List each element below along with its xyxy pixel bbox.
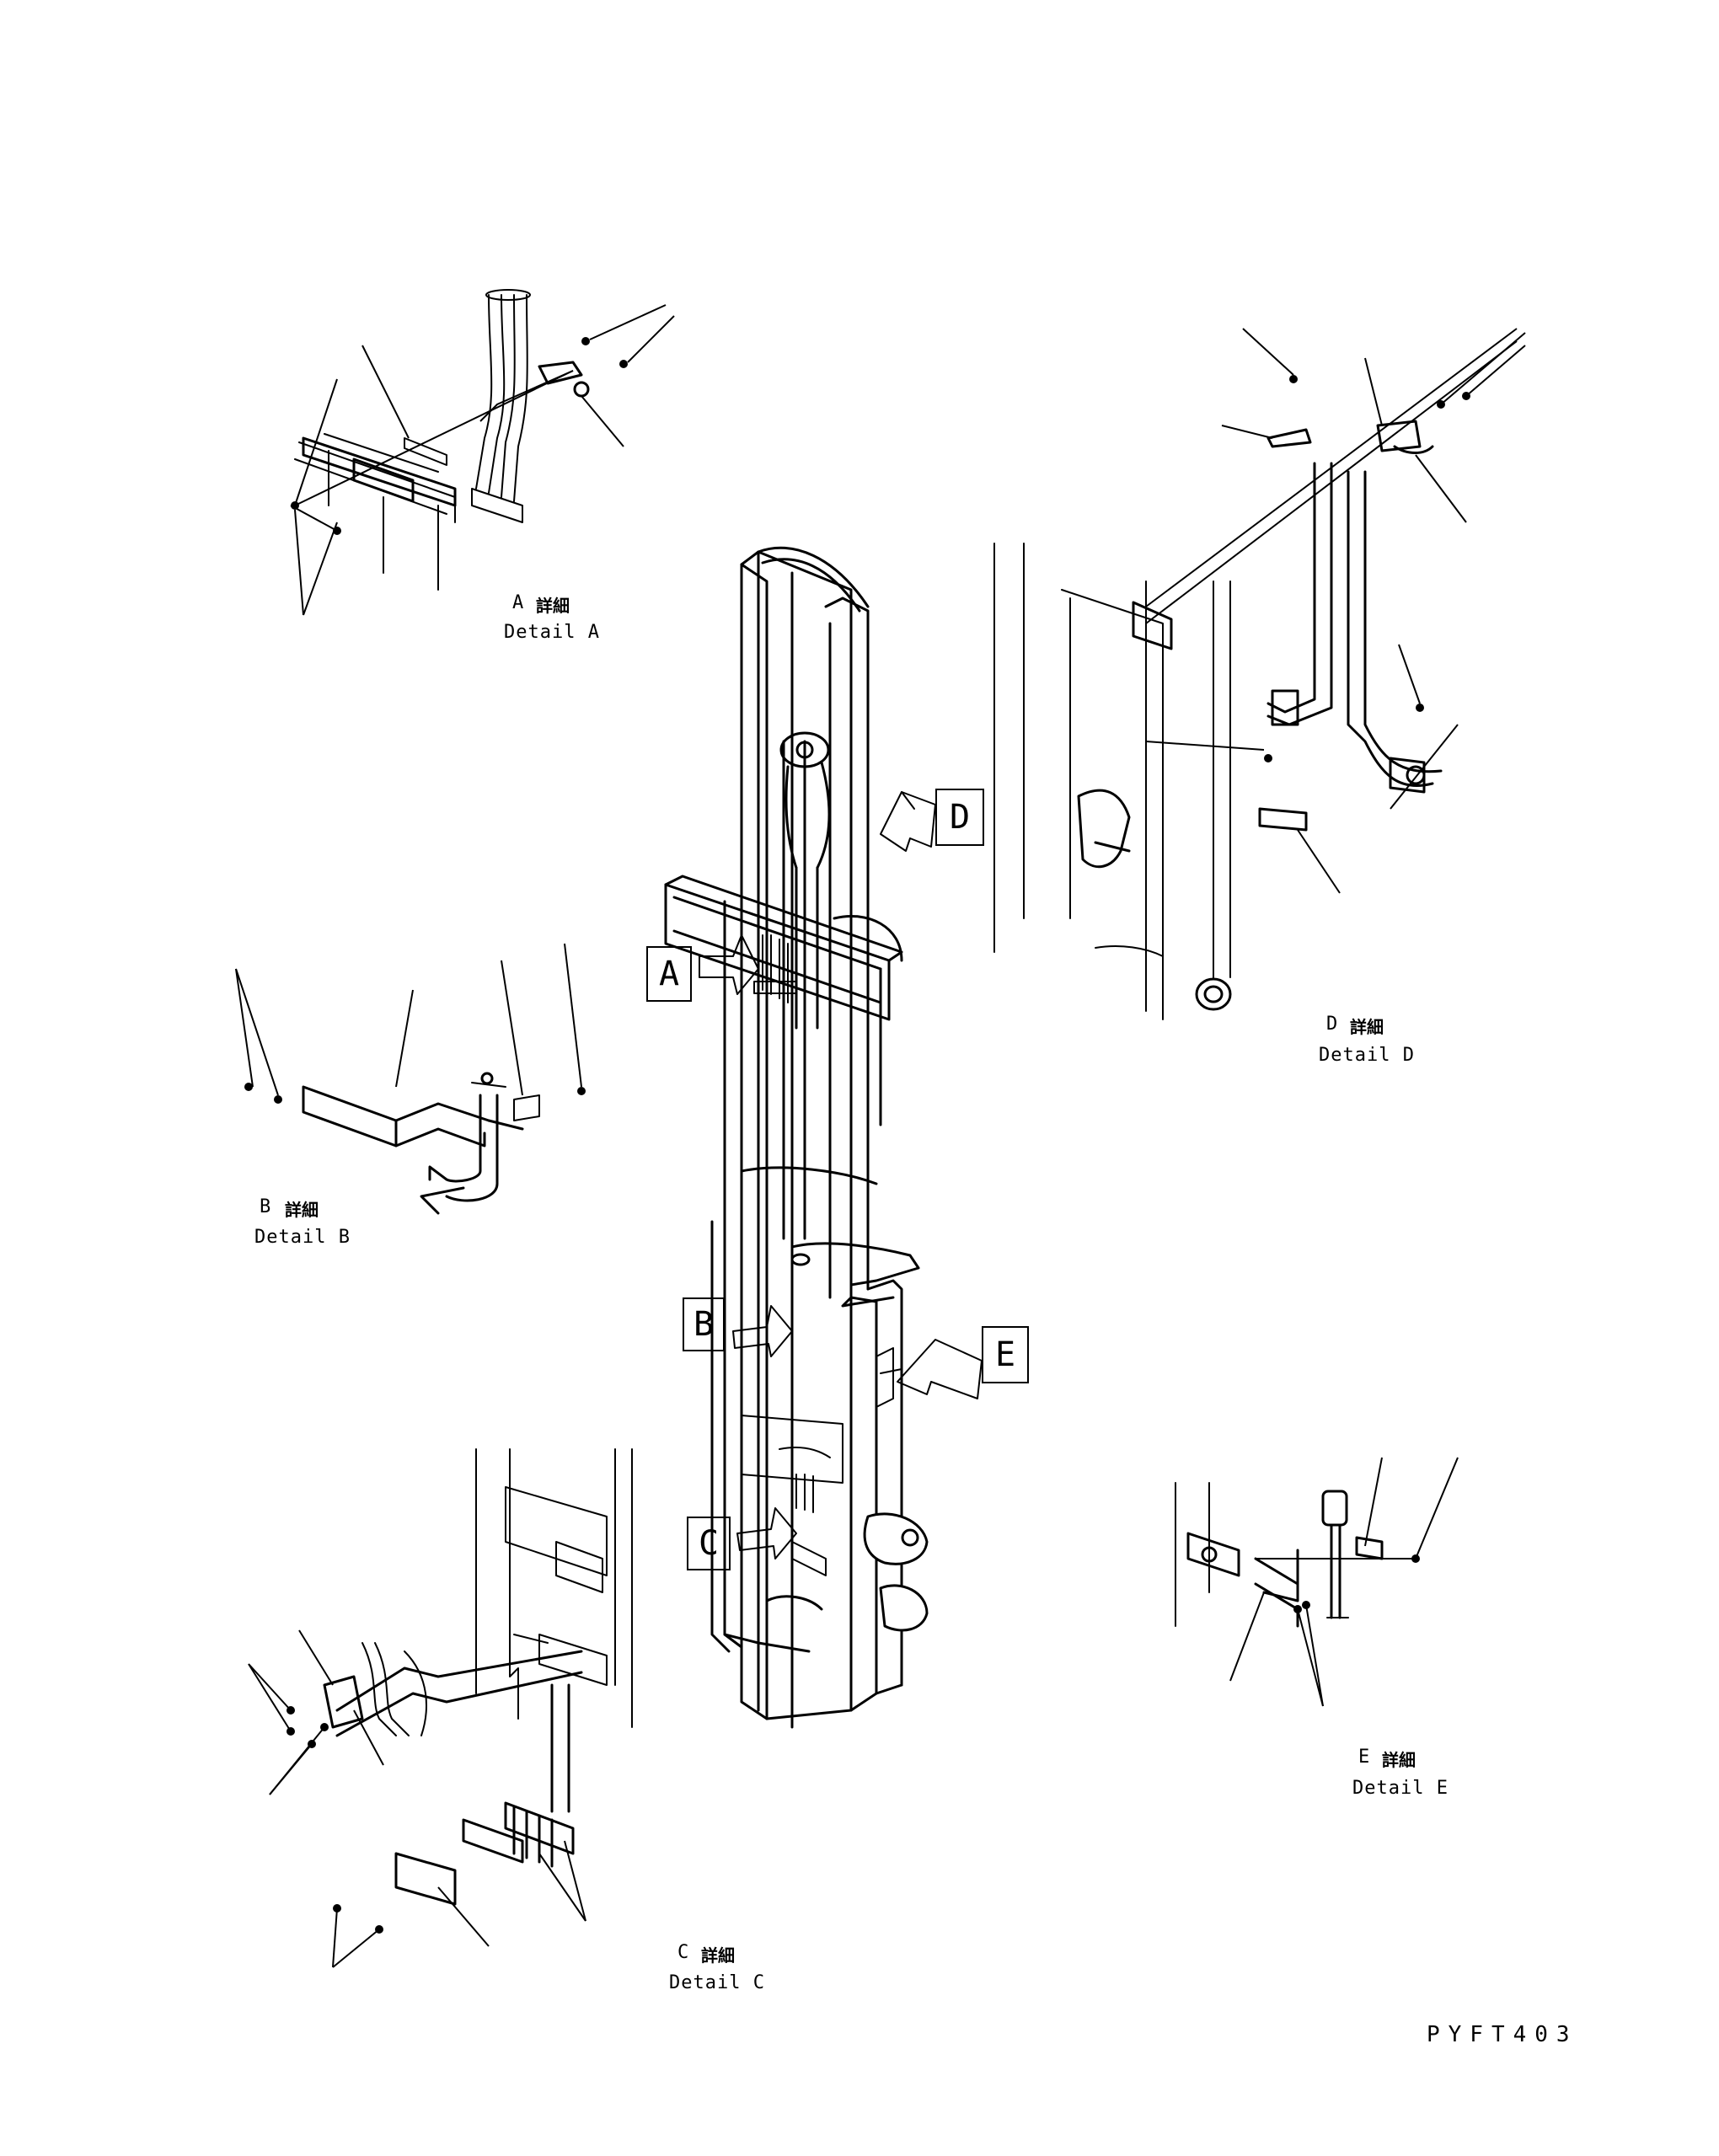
detail-e-kanji: 詳細 bbox=[1382, 1750, 1416, 1770]
detail-a-drawing bbox=[290, 289, 675, 616]
detail-b-caption: Detail B bbox=[254, 1227, 351, 1248]
detail-e-drawing bbox=[1175, 1457, 1459, 1707]
detail-e-caption: Detail E bbox=[1352, 1778, 1449, 1799]
callout-e-box: E bbox=[982, 1326, 1029, 1383]
detail-c-kanji: 詳細 bbox=[701, 1945, 735, 1966]
callout-b-box: B bbox=[683, 1297, 725, 1351]
callout-d-box: D bbox=[935, 789, 984, 846]
callout-arrows bbox=[699, 791, 983, 1559]
detail-a-caption: Detail A bbox=[504, 622, 600, 643]
detail-a-kanji: 詳細 bbox=[536, 596, 570, 616]
drawing-code: PYFT403 bbox=[1427, 2022, 1578, 2047]
detail-a-letter: A bbox=[512, 592, 525, 613]
detail-d-caption: Detail D bbox=[1319, 1045, 1415, 1066]
detail-d-kanji: 詳細 bbox=[1350, 1017, 1384, 1037]
detail-c-drawing bbox=[248, 1448, 633, 1968]
detail-c-caption: Detail C bbox=[669, 1972, 765, 1993]
detail-b-drawing bbox=[235, 943, 586, 1215]
detail-e-letter: E bbox=[1358, 1747, 1371, 1768]
callout-c-box: C bbox=[687, 1517, 731, 1570]
detail-d-drawing bbox=[993, 328, 1526, 1020]
mast-assembly bbox=[664, 546, 929, 1729]
callout-a-box: A bbox=[646, 946, 692, 1002]
detail-b-letter: B bbox=[260, 1196, 272, 1217]
detail-c-letter: C bbox=[677, 1942, 690, 1963]
detail-b-kanji: 詳細 bbox=[285, 1200, 319, 1220]
detail-d-letter: D bbox=[1326, 1014, 1339, 1035]
